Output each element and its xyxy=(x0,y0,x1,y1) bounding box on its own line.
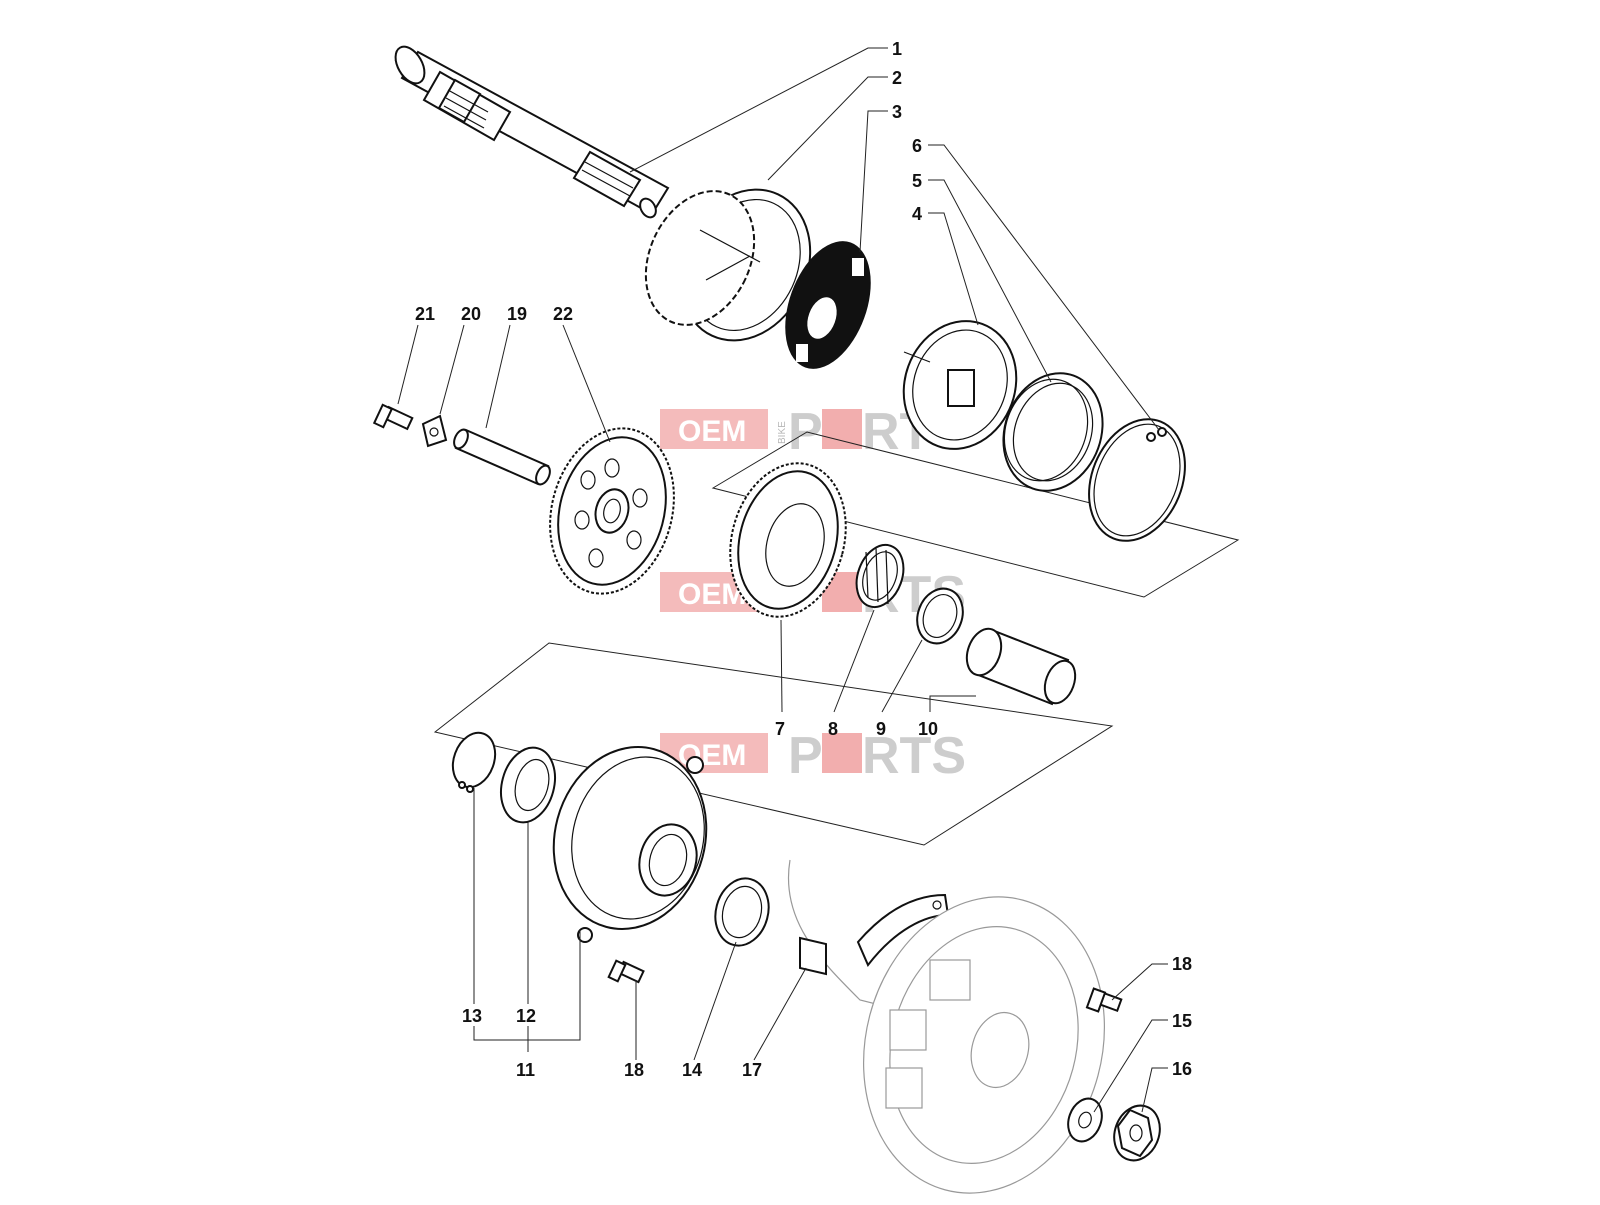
callout-labels: 1 2 3 6 5 4 21 20 19 22 7 8 9 10 13 12 1… xyxy=(415,39,1192,1080)
callout-8: 8 xyxy=(828,719,838,739)
pin-shaft-19 xyxy=(453,428,551,486)
callout-20: 20 xyxy=(461,304,481,324)
callout-15: 15 xyxy=(1172,1011,1192,1031)
input-shaft xyxy=(394,45,670,219)
callout-9: 9 xyxy=(876,719,886,739)
callout-12: 12 xyxy=(516,1006,536,1026)
callout-14: 14 xyxy=(682,1060,702,1080)
callout-6: 6 xyxy=(912,136,922,156)
flange-nut-16 xyxy=(1113,1104,1161,1162)
circlip-13 xyxy=(451,731,497,793)
callout-13: 13 xyxy=(462,1006,482,1026)
bolt-21 xyxy=(372,403,414,431)
bushing-9 xyxy=(916,587,964,645)
watermark-3: OEM P RTS xyxy=(660,727,966,785)
flywheel-cover-11 xyxy=(552,746,708,943)
needle-bearing-8 xyxy=(855,544,905,608)
svg-text:P: P xyxy=(788,403,823,461)
washer-15 xyxy=(1067,1097,1103,1143)
callout-19: 19 xyxy=(507,304,527,324)
rotor-flywheel-faint xyxy=(862,896,1106,1194)
svg-text:OEM: OEM xyxy=(678,415,746,448)
callout-4: 4 xyxy=(912,204,922,224)
clutch-hub xyxy=(902,320,1018,450)
callout-18-right: 18 xyxy=(1172,954,1192,974)
callout-2: 2 xyxy=(892,68,902,88)
clutch-gear-drum xyxy=(644,188,812,342)
bolt-18-left xyxy=(607,959,645,984)
callout-22: 22 xyxy=(553,304,573,324)
callout-11: 11 xyxy=(516,1060,535,1080)
svg-text:RTS: RTS xyxy=(862,727,966,785)
ball-bearing-12 xyxy=(500,746,556,824)
svg-text:BIKE: BIKE xyxy=(777,421,788,444)
leader-lines xyxy=(397,47,1168,1113)
spacer-sleeve-10 xyxy=(965,627,1077,706)
callout-1: 1 xyxy=(892,39,902,59)
callout-7: 7 xyxy=(775,719,785,739)
svg-text:P: P xyxy=(788,727,823,785)
assembly-outline-upper xyxy=(711,431,1240,598)
callout-17: 17 xyxy=(742,1060,762,1080)
starter-gear-7 xyxy=(729,462,847,618)
bolt-18-right xyxy=(1085,987,1123,1013)
callout-16: 16 xyxy=(1172,1059,1192,1079)
callout-18-left: 18 xyxy=(624,1060,644,1080)
pickup-sensor-17 xyxy=(788,859,950,1011)
callout-10: 10 xyxy=(918,719,938,739)
rubber-damper xyxy=(785,241,871,369)
callout-21: 21 xyxy=(415,304,435,324)
idler-gear-22 xyxy=(549,427,675,595)
assembly-outline-lower xyxy=(433,642,1114,846)
sleeve-14 xyxy=(714,877,770,947)
callout-3: 3 xyxy=(892,102,902,122)
lock-plate-20 xyxy=(421,414,448,448)
spring-ring xyxy=(1002,372,1104,492)
callout-5: 5 xyxy=(912,171,922,191)
circlip-large xyxy=(1088,418,1186,542)
